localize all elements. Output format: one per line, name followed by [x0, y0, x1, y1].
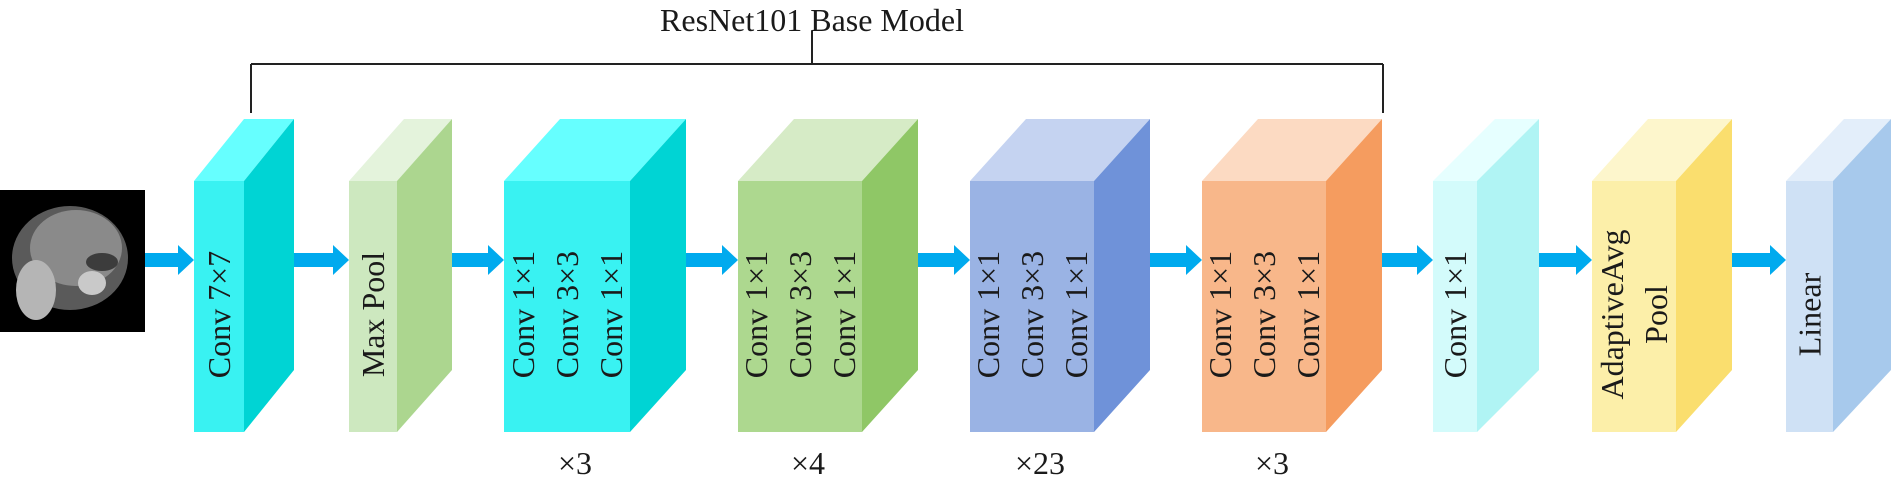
block-side-face [1833, 119, 1891, 432]
base-model-bracket [250, 31, 1384, 113]
block-front-face [738, 181, 862, 432]
block-top-face [194, 119, 294, 181]
block-label: Conv 3×3 [1246, 251, 1282, 378]
repeat-label: ×3 [558, 445, 592, 481]
flow-arrow [452, 245, 504, 275]
arrow-head [954, 245, 970, 275]
flow-arrow [1382, 245, 1433, 275]
block-front-face [194, 181, 244, 432]
block-front-face [349, 181, 397, 432]
block-label: Conv 1×1 [970, 251, 1006, 378]
repeat-label: ×3 [1255, 445, 1289, 481]
block-label: Conv 1×1 [1437, 251, 1473, 378]
block-label: Linear [1792, 272, 1828, 356]
flow-arrow [686, 245, 738, 275]
block-label: Conv 7×7 [201, 251, 237, 378]
block-label: Conv 1×1 [826, 251, 862, 378]
block-front-face [1433, 181, 1477, 432]
arrow-shaft [294, 253, 335, 267]
mri-face [16, 260, 56, 320]
arrow-shaft [1150, 253, 1188, 267]
block-front-face [504, 181, 630, 432]
block-maxpool: Max Pool [349, 119, 452, 432]
block-side-face [1326, 119, 1382, 432]
arrow-shaft [918, 253, 956, 267]
block-side-face [1477, 119, 1539, 432]
block-top-face [1786, 119, 1891, 181]
repeat-label: ×23 [1015, 445, 1065, 481]
block-label: Conv 3×3 [1014, 251, 1050, 378]
arrow-head [333, 245, 349, 275]
block-label: Conv 1×1 [593, 251, 629, 378]
block-top-face [1202, 119, 1382, 181]
arrow-head [722, 245, 738, 275]
block-conv7x7: Conv 7×7 [194, 119, 294, 432]
block-top-face [349, 119, 452, 181]
block-label: Conv 1×1 [1290, 251, 1326, 378]
arrow-head [1576, 245, 1592, 275]
flow-arrow [145, 245, 194, 275]
arrow-head [488, 245, 504, 275]
arrow-head [1186, 245, 1202, 275]
flow-arrow [1732, 245, 1786, 275]
block-side-face [244, 119, 294, 432]
arrow-shaft [1382, 253, 1419, 267]
block-front-face [1202, 181, 1326, 432]
block-label: Conv 3×3 [782, 251, 818, 378]
block-conv1x1: Conv 1×1 [1433, 119, 1539, 432]
arrow-shaft [1539, 253, 1578, 267]
repeat-label: ×4 [791, 445, 825, 481]
flow-arrow [1150, 245, 1202, 275]
arrow-shaft [686, 253, 724, 267]
arrow-shaft [452, 253, 490, 267]
block-top-face [738, 119, 918, 181]
block-side-face [1094, 119, 1150, 432]
flow-arrows [145, 245, 1786, 275]
block-label: Conv 1×1 [1058, 251, 1094, 378]
block-label: Pool [1638, 285, 1674, 344]
flow-arrow [294, 245, 349, 275]
arrow-shaft [145, 253, 180, 267]
flow-arrow [918, 245, 970, 275]
block-label: Conv 1×1 [1202, 251, 1238, 378]
block-front-face [970, 181, 1094, 432]
mri-cerebellum [86, 253, 118, 271]
block-label: Conv 3×3 [549, 251, 585, 378]
block-label: Conv 1×1 [505, 251, 541, 378]
mri-image [0, 190, 145, 332]
block-top-face [504, 119, 686, 181]
block-side-face [1676, 119, 1732, 432]
repeat-labels: ×3 ×4 ×23 ×3 [558, 445, 1289, 481]
block-side-face [630, 119, 686, 432]
block-label: Conv 1×1 [738, 251, 774, 378]
arrow-head [1770, 245, 1786, 275]
block-side-face [862, 119, 918, 432]
block-side-face [397, 119, 452, 432]
block-front-face [1786, 181, 1833, 432]
block-label: Max Pool [355, 252, 391, 377]
arrow-shaft [1732, 253, 1772, 267]
flow-arrow [1539, 245, 1592, 275]
arrow-head [1417, 245, 1433, 275]
mri-tumor [78, 271, 106, 295]
block-top-face [1592, 119, 1732, 181]
block-linear: Linear [1786, 119, 1891, 432]
block-label: AdaptiveAvg [1594, 229, 1630, 399]
block-top-face [970, 119, 1150, 181]
arrow-head [178, 245, 194, 275]
block-front-face [1592, 181, 1676, 432]
block-top-face [1433, 119, 1539, 181]
